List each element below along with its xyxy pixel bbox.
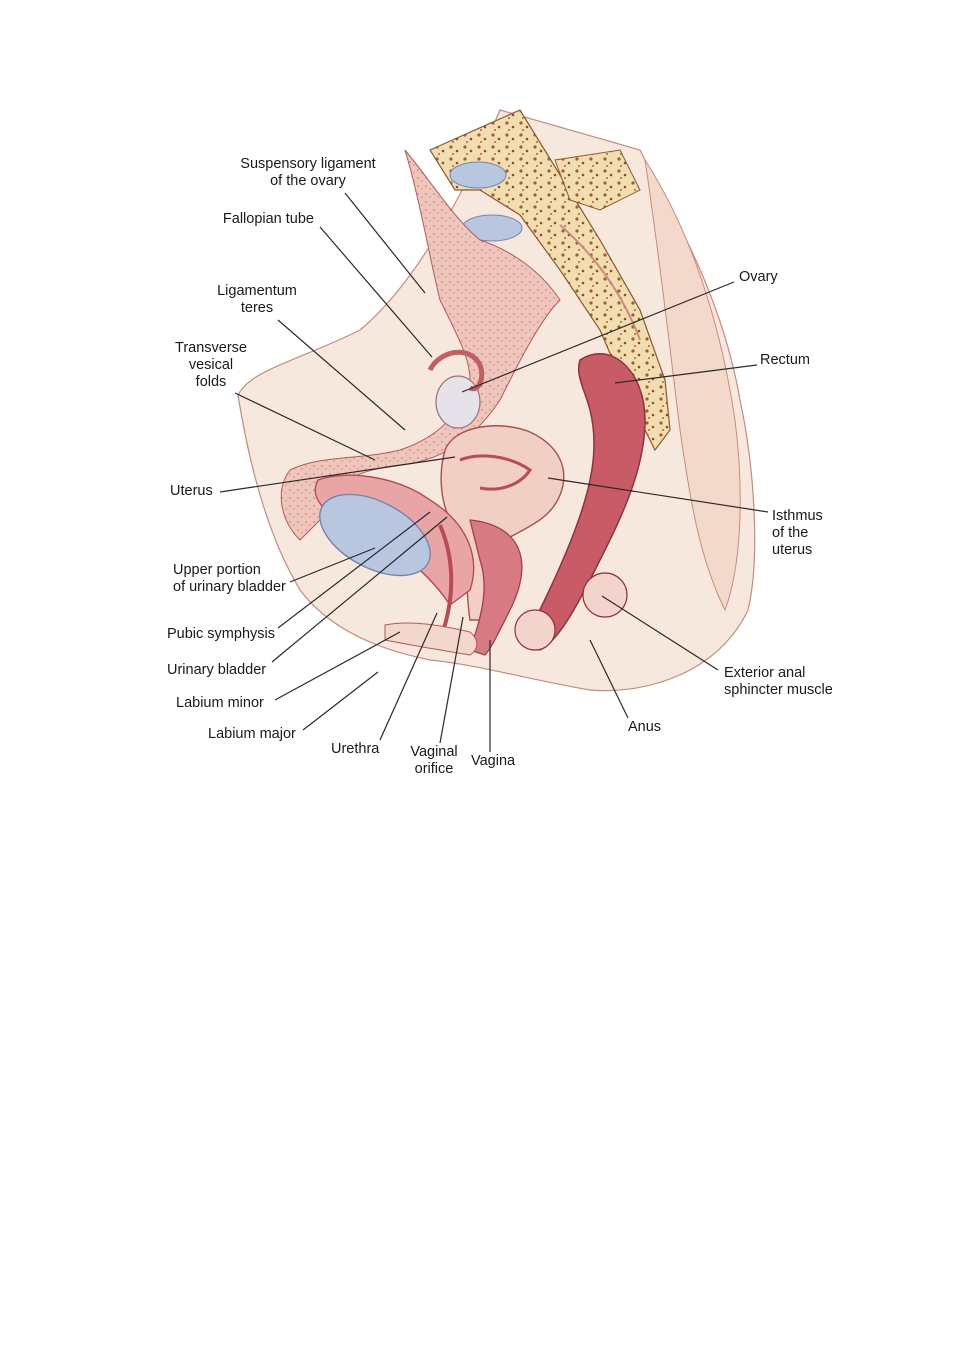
leader-fallopian bbox=[319, 226, 433, 358]
leader-lines bbox=[219, 192, 769, 752]
posterior-tissue bbox=[644, 159, 741, 612]
label-ovary: Ovary bbox=[739, 269, 778, 285]
leader-rectum bbox=[614, 364, 758, 384]
leader-vaginal-orifice bbox=[439, 616, 464, 744]
label-anus: Anus bbox=[628, 719, 662, 735]
label-labium-minor: Labium minor bbox=[176, 695, 264, 711]
label-ligamentum-teres: Ligamentum teres bbox=[217, 283, 297, 316]
leader-upper-bladder bbox=[289, 547, 376, 583]
label-pubic-symphysis: Pubic symphysis bbox=[167, 626, 275, 642]
label-isthmus-of-uterus: Isthmus of the uterus bbox=[772, 508, 823, 558]
leader-anal-sphincter bbox=[601, 595, 719, 671]
urinary-bladder bbox=[314, 474, 475, 607]
leader-labium-major bbox=[302, 671, 379, 731]
leader-labium-minor bbox=[274, 631, 401, 701]
label-urinary-bladder: Urinary bladder bbox=[167, 662, 267, 678]
leader-transverse bbox=[234, 392, 376, 461]
label-vaginal-orifice: Vaginal orifice bbox=[410, 744, 458, 777]
labia bbox=[384, 622, 478, 656]
leader-anus bbox=[589, 639, 629, 719]
label-suspensory-ligament: Suspensory ligament of the ovary bbox=[240, 156, 376, 189]
label-vagina: Vagina bbox=[471, 753, 516, 769]
leader-pubic bbox=[277, 511, 431, 629]
label-urethra: Urethra bbox=[331, 741, 380, 757]
label-uterus: Uterus bbox=[170, 483, 213, 499]
leader-uterus bbox=[219, 456, 456, 493]
leader-urinary-bladder bbox=[271, 516, 448, 663]
rectum bbox=[514, 353, 646, 651]
label-fallopian-tube: Fallopian tube bbox=[222, 211, 314, 227]
leader-isthmus bbox=[547, 477, 769, 513]
label-labium-major: Labium major bbox=[208, 726, 296, 742]
leader-ligamentum bbox=[277, 319, 406, 431]
leader-urethra bbox=[379, 612, 438, 741]
leader-ovary bbox=[461, 281, 735, 393]
label-upper-bladder: Upper portion of urinary bladder bbox=[173, 562, 286, 595]
leader-suspensory bbox=[344, 192, 426, 294]
label-exterior-anal-sphincter: Exterior anal sphincter muscle bbox=[724, 665, 833, 698]
label-rectum: Rectum bbox=[760, 352, 810, 368]
label-transverse-vesical-folds: Transverse vesical folds bbox=[175, 340, 247, 390]
